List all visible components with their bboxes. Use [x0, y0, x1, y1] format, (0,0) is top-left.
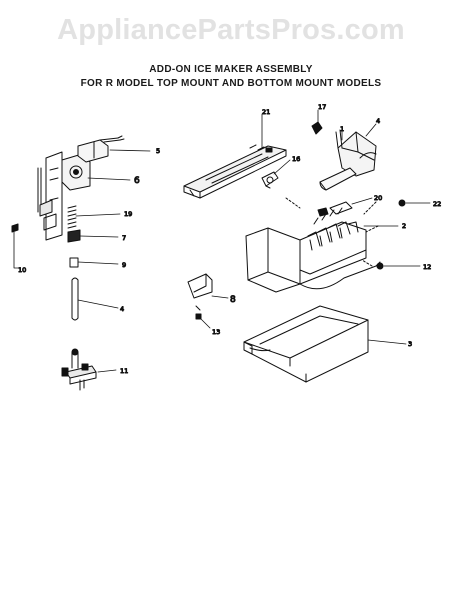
callout-13: 13 — [212, 328, 220, 336]
ice-stripper-rail — [183, 144, 287, 199]
ice-maker-unit — [245, 197, 384, 293]
screw — [398, 199, 406, 207]
diagram-subtitle: FOR R MODEL TOP MOUNT AND BOTTOM MOUNT M… — [80, 78, 382, 89]
callout-2: 2 — [402, 222, 406, 230]
callout-6: 6 — [134, 176, 140, 186]
diagram-title: ADD-ON ICE MAKER ASSEMBLY — [149, 64, 313, 75]
callout-5: 5 — [156, 147, 160, 155]
callout-4-fill-cup: 4 — [376, 117, 380, 125]
callout-7: 7 — [122, 234, 126, 242]
drive-shaft — [261, 171, 279, 189]
wire-harness-connector — [77, 135, 125, 163]
callout-16: 16 — [292, 155, 300, 163]
watermark-logo: AppliancePartsPros.com — [57, 14, 405, 46]
callout-8: 8 — [230, 295, 236, 305]
water-valve-assembly — [11, 149, 99, 321]
retaining-clip — [311, 121, 323, 135]
mounting-plate — [187, 273, 213, 320]
callout-11: 11 — [120, 367, 128, 375]
ice-bin — [243, 305, 369, 383]
callout-21: 21 — [262, 108, 270, 116]
callout-20: 20 — [374, 194, 382, 202]
callout-17: 17 — [318, 103, 326, 111]
callout-3: 3 — [408, 340, 412, 348]
mounting-bracket-assembly — [61, 348, 97, 391]
callout-12: 12 — [423, 263, 431, 271]
callout-leaders — [13, 109, 431, 373]
callout-10: 10 — [18, 266, 26, 274]
callout-4-tube: 4 — [120, 305, 124, 313]
fill-cup-and-tube — [319, 129, 377, 191]
callout-22: 22 — [433, 200, 441, 208]
callout-1: 1 — [340, 125, 344, 133]
callout-19: 19 — [124, 210, 132, 218]
callout-9: 9 — [122, 261, 126, 269]
